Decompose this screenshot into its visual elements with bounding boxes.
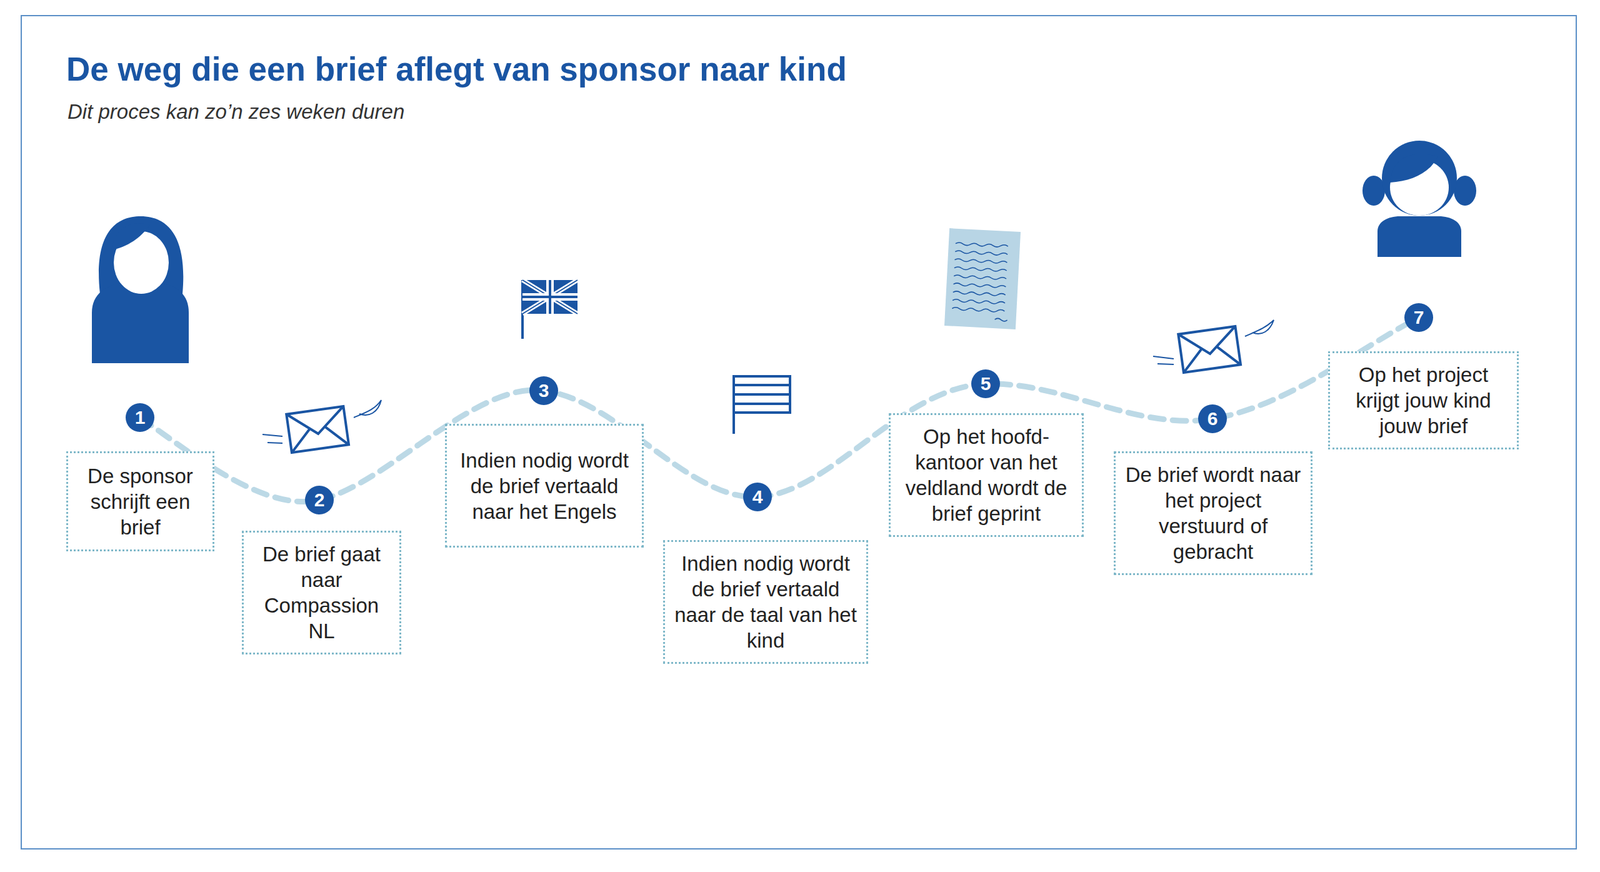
step-box: Op het project krijgt jouw kind jouw bri…: [1328, 351, 1519, 450]
language-flag-icon: [733, 376, 790, 434]
diagram-title: De weg die een brief aflegt van sponsor …: [66, 50, 847, 89]
callout-number: 5: [971, 369, 1000, 399]
step-text: Op het hoofd- kantoor van het veldland w…: [898, 423, 1075, 527]
sponsor-icon: [91, 216, 189, 364]
letter-icon: [944, 228, 1021, 330]
diagram-caption: Dit proces kan zo’n zes weken duren: [67, 100, 405, 124]
child-icon: [1362, 140, 1477, 257]
callout-number: 2: [305, 485, 334, 515]
uk-flag-icon: [522, 280, 578, 339]
step-text: Indien nodig wordt de brief vertaald naa…: [454, 447, 635, 525]
envelope-icon: [286, 406, 349, 453]
step-box: De brief gaat naar Compassion NL: [241, 530, 402, 655]
step-box: De sponsor schrijft een brief: [66, 451, 215, 552]
callout-number: 7: [1404, 303, 1434, 332]
step-box: De brief wordt naar het project verstuur…: [1113, 451, 1313, 575]
step-text: De brief wordt naar het project verstuur…: [1123, 461, 1304, 565]
step-text: Indien nodig wordt de brief vertaald naa…: [672, 550, 859, 654]
step-box: Indien nodig wordt de brief vertaald naa…: [663, 540, 869, 664]
callout-number: 3: [529, 376, 559, 405]
step-text: De brief gaat naar Compassion NL: [251, 541, 392, 644]
step-text: Op het project krijgt jouw kind jouw bri…: [1337, 361, 1510, 439]
step-text: De sponsor schrijft een brief: [75, 463, 205, 540]
callout-number: 4: [743, 482, 772, 512]
callout-number: 1: [125, 403, 155, 432]
step-box: Op het hoofd- kantoor van het veldland w…: [888, 413, 1084, 537]
callout-number: 6: [1198, 404, 1227, 434]
envelope-icon: [1178, 326, 1241, 373]
step-box: Indien nodig wordt de brief vertaald naa…: [445, 423, 644, 548]
